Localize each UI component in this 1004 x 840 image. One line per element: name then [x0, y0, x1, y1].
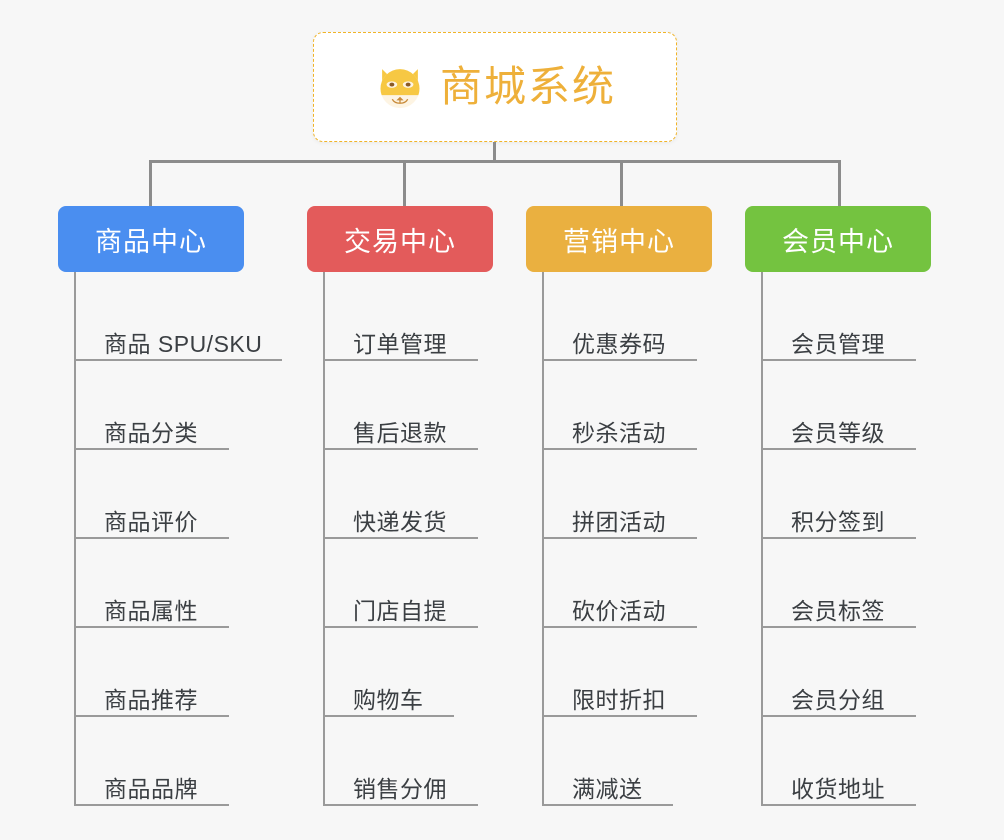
leaf-label: 门店自提 [353, 597, 447, 624]
category-label: 营销中心 [563, 226, 675, 257]
leaf-underline [542, 537, 697, 539]
leaf-column-3: 优惠券码秒杀活动拼团活动砍价活动限时折扣满减送 [542, 272, 697, 806]
leaf-item[interactable]: 商品属性 [74, 539, 262, 628]
leaf-item[interactable]: 砍价活动 [542, 539, 697, 628]
leaf-label: 拼团活动 [572, 508, 666, 535]
leaf-item[interactable]: 售后退款 [323, 361, 478, 450]
connector-drop-3 [620, 160, 623, 206]
leaf-label: 订单管理 [353, 330, 447, 357]
connector-drop-2 [403, 160, 406, 206]
leaf-underline [74, 626, 229, 628]
leaf-trunk-line [761, 272, 763, 806]
leaf-item[interactable]: 订单管理 [323, 272, 478, 361]
leaf-item[interactable]: 满减送 [542, 717, 673, 806]
leaf-item[interactable]: 会员等级 [761, 361, 916, 450]
leaf-underline [542, 448, 697, 450]
connector-root-stem [493, 142, 496, 162]
leaf-column-2: 订单管理售后退款快递发货门店自提购物车销售分佣 [323, 272, 478, 806]
connector-drop-4 [838, 160, 841, 206]
leaf-item[interactable]: 积分签到 [761, 450, 916, 539]
leaf-item[interactable]: 门店自提 [323, 539, 478, 628]
leaf-label: 砍价活动 [572, 597, 666, 624]
leaf-underline [323, 537, 478, 539]
leaf-column-1: 商品 SPU/SKU 商品分类商品评价商品属性商品推荐商品品牌 [74, 272, 282, 806]
leaf-label: 积分签到 [791, 508, 885, 535]
dog-face-icon [380, 69, 420, 109]
leaf-underline [74, 448, 229, 450]
leaf-label: 购物车 [353, 686, 424, 713]
leaf-label: 优惠券码 [572, 330, 666, 357]
leaf-underline [761, 715, 916, 717]
leaf-label: 商品属性 [104, 597, 198, 624]
connector-horizontal-rail [149, 160, 840, 163]
leaf-underline [323, 448, 478, 450]
leaf-label: 商品品牌 [104, 775, 198, 802]
leaf-trunk-line [74, 272, 76, 806]
leaf-underline [74, 359, 282, 361]
leaf-column-4: 会员管理会员等级积分签到会员标签会员分组收货地址 [761, 272, 916, 806]
leaf-item[interactable]: 商品分类 [74, 361, 262, 450]
leaf-label: 售后退款 [353, 419, 447, 446]
category-box-1[interactable]: 商品中心 [58, 206, 244, 272]
category-box-4[interactable]: 会员中心 [745, 206, 931, 272]
root-node[interactable]: 商城系统 [313, 32, 677, 142]
leaf-label: 会员等级 [791, 419, 885, 446]
category-label: 交易中心 [344, 226, 456, 257]
leaf-label: 商品评价 [104, 508, 198, 535]
leaf-label: 满减送 [572, 775, 643, 802]
leaf-trunk-line [323, 272, 325, 806]
leaf-label: 限时折扣 [572, 686, 666, 713]
leaf-item[interactable]: 商品品牌 [74, 717, 262, 806]
category-label: 商品中心 [95, 226, 207, 257]
category-box-2[interactable]: 交易中心 [307, 206, 493, 272]
leaf-underline [74, 537, 229, 539]
leaf-label: 收货地址 [791, 775, 885, 802]
leaf-underline [761, 448, 916, 450]
category-box-3[interactable]: 营销中心 [526, 206, 712, 272]
leaf-underline [74, 715, 229, 717]
leaf-item[interactable]: 快递发货 [323, 450, 478, 539]
leaf-underline [323, 715, 454, 717]
leaf-underline [761, 359, 916, 361]
leaf-underline [542, 715, 697, 717]
leaf-label: 会员管理 [791, 330, 885, 357]
leaf-item[interactable]: 收货地址 [761, 717, 916, 806]
leaf-underline [323, 626, 478, 628]
leaf-item[interactable]: 秒杀活动 [542, 361, 697, 450]
leaf-item[interactable]: 购物车 [323, 628, 454, 717]
leaf-item[interactable]: 限时折扣 [542, 628, 697, 717]
leaf-underline [761, 804, 916, 806]
leaf-item[interactable]: 优惠券码 [542, 272, 697, 361]
leaf-item[interactable]: 商品 SPU/SKU [74, 272, 282, 361]
leaf-label: 销售分佣 [353, 775, 447, 802]
leaf-trunk-line [542, 272, 544, 806]
leaf-item[interactable]: 商品评价 [74, 450, 262, 539]
leaf-underline [761, 537, 916, 539]
leaf-underline [542, 359, 697, 361]
leaf-underline [323, 804, 478, 806]
category-label: 会员中心 [782, 226, 894, 257]
leaf-item[interactable]: 拼团活动 [542, 450, 697, 539]
leaf-item[interactable]: 会员管理 [761, 272, 916, 361]
leaf-label: 秒杀活动 [572, 419, 666, 446]
leaf-underline [542, 804, 673, 806]
leaf-underline [761, 626, 916, 628]
leaf-underline [323, 359, 478, 361]
connector-drop-1 [149, 160, 152, 206]
leaf-item[interactable]: 销售分佣 [323, 717, 478, 806]
root-title: 商城系统 [439, 63, 616, 110]
leaf-item[interactable]: 会员分组 [761, 628, 916, 717]
leaf-item[interactable]: 商品推荐 [74, 628, 262, 717]
leaf-label: 快递发货 [353, 508, 447, 535]
leaf-label: 商品分类 [104, 419, 198, 446]
leaf-underline [74, 804, 229, 806]
leaf-label: 商品 SPU/SKU [104, 330, 263, 357]
leaf-label: 会员标签 [791, 597, 885, 624]
leaf-item[interactable]: 会员标签 [761, 539, 916, 628]
leaf-underline [542, 626, 697, 628]
leaf-label: 商品推荐 [104, 686, 198, 713]
leaf-label: 会员分组 [791, 686, 885, 713]
